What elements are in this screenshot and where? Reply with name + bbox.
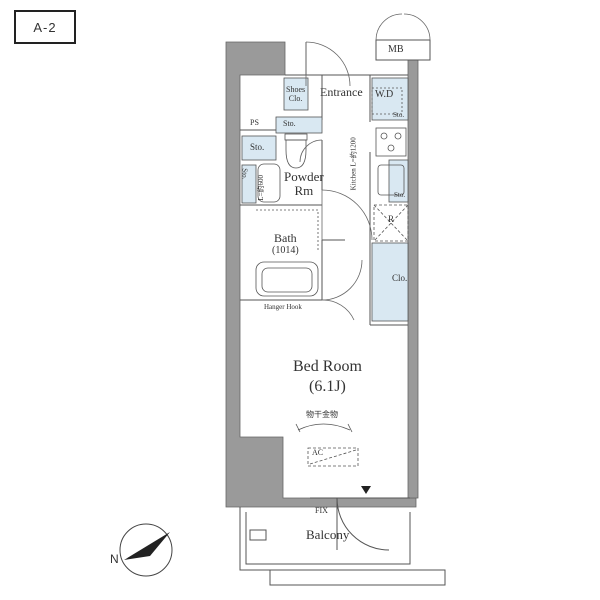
label-bedroom: Bed Room (6.1J) — [293, 358, 362, 395]
label-clo: Clo. — [392, 273, 408, 283]
laundry-bar — [297, 423, 351, 431]
north-compass-icon — [119, 523, 173, 577]
label-balcony: Balcony — [306, 527, 350, 542]
label-sto-top: Sto. — [283, 119, 296, 128]
label-fridge: R — [388, 214, 395, 224]
shoes-closet — [283, 77, 309, 111]
label-bedroom-2: (6.1J) — [309, 377, 346, 395]
unit-tag: A-2 — [14, 10, 76, 44]
label-fix: FIX — [315, 506, 328, 515]
label-ps: PS — [250, 118, 259, 127]
kitchen-stove — [375, 127, 407, 157]
label-north: N — [110, 552, 119, 566]
label-bath-1: Bath — [274, 231, 297, 245]
label-sto-vertical: Sto. — [240, 168, 249, 180]
fridge-space — [373, 204, 409, 242]
label-shoes: Shoes Clo. — [286, 85, 306, 104]
label-bath-2: (1014) — [272, 245, 299, 257]
kitchen-storage — [388, 159, 409, 203]
balcony-area — [239, 497, 446, 586]
storage-top — [275, 116, 323, 134]
left-outer-wall — [225, 41, 417, 508]
label-sto-wd: Sto. — [393, 111, 405, 119]
bedroom-closet — [371, 242, 409, 322]
label-powder-1: Powder — [284, 169, 324, 184]
label-hanger: Hanger Hook — [264, 303, 302, 311]
kitchen-sink — [377, 164, 405, 196]
vanity — [257, 163, 281, 203]
door-swings — [299, 13, 431, 321]
storage-vertical — [241, 164, 257, 204]
label-powder: Powder Rm — [284, 169, 324, 199]
label-laundry: 物干金物 — [306, 410, 338, 419]
right-outer-wall — [407, 59, 419, 499]
label-wd: W.D — [375, 89, 394, 100]
storage-left — [241, 135, 277, 161]
label-left-dim: L=約600 — [257, 174, 266, 201]
toilet — [285, 139, 307, 169]
label-mb: MB — [388, 44, 404, 55]
bathtub — [255, 261, 319, 297]
window-arrow — [361, 486, 371, 494]
label-shoes-2: Clo. — [288, 93, 303, 103]
label-kitchen: Kitchen L=約1200 — [349, 137, 358, 191]
bedroom-fixtures — [295, 423, 359, 467]
label-sto-kitchen: Sto. — [394, 191, 406, 199]
label-powder-2: Rm — [294, 183, 314, 199]
label-bath: Bath (1014) — [272, 231, 299, 257]
label-ac: AC — [312, 448, 324, 457]
label-sto-left: Sto. — [250, 142, 265, 152]
ac-unit — [307, 447, 359, 467]
storage-areas — [241, 77, 409, 322]
label-bedroom-1: Bed Room — [293, 358, 362, 375]
fixtures — [255, 87, 409, 297]
label-shoes-1: Shoes — [286, 85, 306, 94]
label-entrance: Entrance — [320, 85, 363, 99]
